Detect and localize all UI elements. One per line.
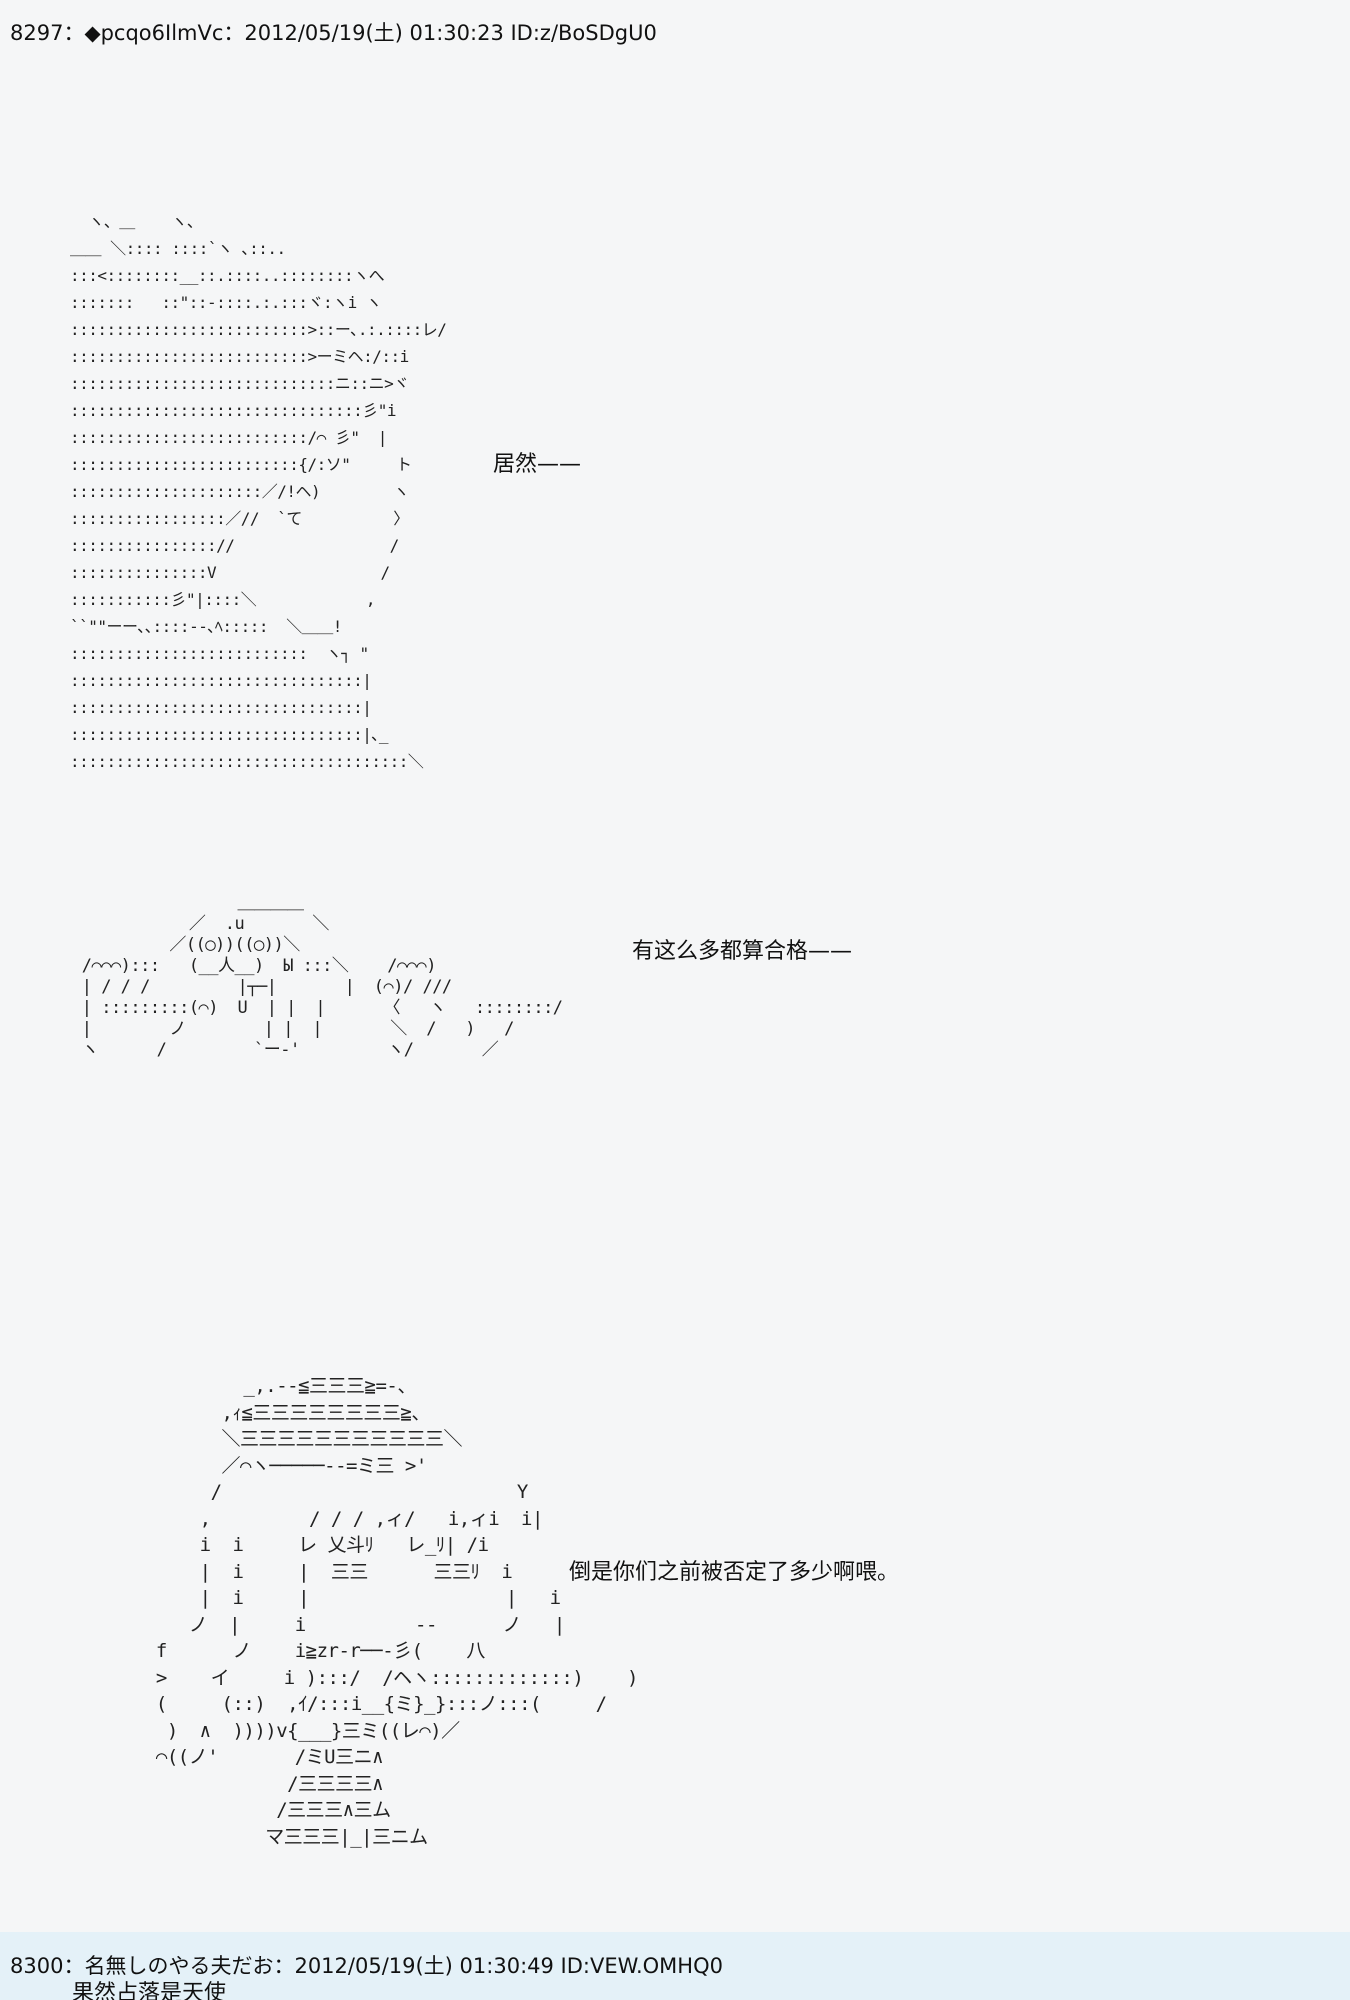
- post-header-8300: 8300：名無しのやる夫だお：2012/05/19(土) 01:30:49 ID…: [10, 1954, 723, 1978]
- ascii-art-raised-hands: ＿＿＿＿ ／ .u ＼ ／((◯))((◯))＼ /⌒⌒⌒)::: (__人__…: [81, 893, 563, 1060]
- ascii-art-face-profile: ヽ、＿ ヽ、 ＿＿ ＼:::: ::::`ヽ ､::.. :::<:::::::…: [70, 212, 447, 771]
- post-body: ヽ、＿ ヽ、 ＿＿ ＼:::: ::::`ヽ ､::.. :::<:::::::…: [70, 212, 900, 1848]
- post-meta: 2012/05/19(土) 01:30:49 ID:VEW.OMHQ0: [294, 1954, 723, 1978]
- ascii-art-girl-with-hat: _,.-‐≦三三三≧=-、 ,ｨ≦三三三三三三三三≧、 ＼三三三三三三三三三三三…: [155, 1375, 639, 1848]
- post-number: 8300: [10, 1954, 64, 1978]
- post-8300-body: 果然占落是天使: [72, 1981, 227, 2000]
- caption-2: 有这么多都算合格——: [632, 939, 853, 964]
- poster-name[interactable]: 名無しのやる夫だお: [84, 1954, 274, 1978]
- post-header-8297: 8297：◆pcqo6IlmVc：2012/05/19(土) 01:30:23 …: [10, 21, 657, 45]
- caption-3: 倒是你们之前被否定了多少啊喂。: [569, 1560, 900, 1585]
- post-8300: 8300：名無しのやる夫だお：2012/05/19(土) 01:30:49 ID…: [0, 1932, 1350, 2000]
- caption-1: 居然——: [493, 452, 582, 477]
